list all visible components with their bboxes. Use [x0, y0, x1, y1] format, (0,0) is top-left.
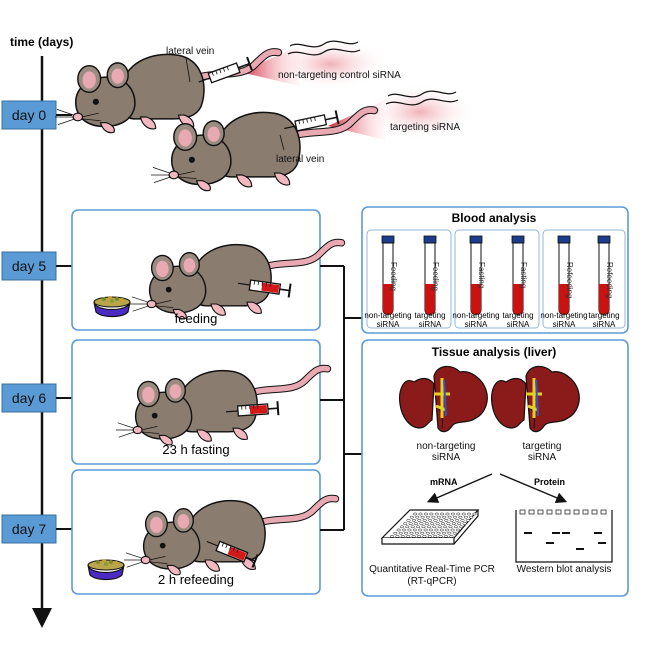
- fasting-label: 23 h fasting: [162, 442, 229, 457]
- blood-tube: Refeeding: [597, 235, 614, 315]
- qpcr-plate: [380, 509, 480, 545]
- tube-label: Refeeding: [605, 262, 614, 298]
- tube-caption: non-targeting: [452, 311, 499, 320]
- blood-analysis-title: Blood analysis: [452, 211, 537, 225]
- tube-label: Fasting: [477, 262, 486, 288]
- control-siRNA-label: non-targeting control siRNA: [278, 70, 401, 81]
- lateral-vein-label-bottom: lateral vein: [276, 154, 324, 165]
- blood-tubes: Feedingnon-targetingsiRNAFeedingtargetin…: [364, 235, 620, 329]
- feeding-label: feeding: [175, 311, 218, 326]
- svg-text:day 0: day 0: [12, 107, 46, 123]
- blood-tube: Feeding: [423, 235, 440, 315]
- day-7-box: day 7: [1, 514, 57, 544]
- western-blot-label: Western blot analysis: [517, 564, 612, 575]
- svg-text:day 7: day 7: [12, 521, 46, 537]
- time-axis-label: time (days): [10, 35, 73, 49]
- refeeding-panel: 2 h refeeding: [71, 469, 336, 595]
- fasting-panel: 23 h fasting: [71, 339, 328, 465]
- lateral-vein-label-top: lateral vein: [166, 46, 214, 57]
- targeting-siRNA-label: targeting siRNA: [390, 122, 460, 133]
- svg-text:day 5: day 5: [12, 258, 46, 274]
- tube-caption: siRNA: [419, 320, 442, 329]
- tube-caption: targeting: [502, 311, 533, 320]
- day-6-box: day 6: [1, 383, 57, 413]
- tube-label: Feeding: [389, 262, 398, 291]
- tube-caption: siRNA: [377, 320, 400, 329]
- feeding-panel: feeding: [71, 209, 342, 331]
- liver-left-label-2: siRNA: [432, 452, 461, 463]
- siRNA-cloud-control: [240, 38, 390, 90]
- tube-label: Fasting: [519, 262, 528, 288]
- tube-caption: siRNA: [593, 320, 616, 329]
- tube-caption: siRNA: [553, 320, 576, 329]
- tube-caption: targeting: [414, 311, 445, 320]
- liver-left-label-1: non-targeting: [417, 441, 476, 452]
- tissue-analysis-title: Tissue analysis (liver): [432, 345, 557, 359]
- svg-text:day 6: day 6: [12, 390, 46, 406]
- protein-label: Protein: [534, 477, 565, 487]
- blood-tube: Fasting: [469, 235, 486, 315]
- day-5-box: day 5: [1, 251, 57, 281]
- liver-right-label-1: targeting: [523, 441, 562, 452]
- tube-caption: non-targeting: [364, 311, 411, 320]
- western-blot: [515, 509, 613, 563]
- liver-right-label-2: siRNA: [528, 452, 557, 463]
- qpcr-label-1: Quantitative Real-Time PCR: [369, 564, 495, 575]
- blood-tube: Fasting: [511, 235, 528, 315]
- day-0-box: day 0: [1, 100, 57, 130]
- tissue-analysis-panel: Tissue analysis (liver) non-targeting si…: [361, 339, 629, 597]
- connector-bracket: [320, 265, 362, 531]
- blood-tube: Feeding: [381, 235, 398, 315]
- blood-tube: Refeeding: [557, 235, 574, 315]
- mrna-label: mRNA: [430, 477, 458, 487]
- qpcr-label-2: (RT-qPCR): [407, 576, 456, 587]
- tube-label: Feeding: [431, 262, 440, 291]
- refeeding-label: 2 h refeeding: [158, 572, 234, 587]
- tube-caption: non-targeting: [540, 311, 587, 320]
- tube-label: Refeeding: [565, 262, 574, 298]
- tube-caption: siRNA: [465, 320, 488, 329]
- tube-caption: siRNA: [507, 320, 530, 329]
- tube-caption: targeting: [588, 311, 619, 320]
